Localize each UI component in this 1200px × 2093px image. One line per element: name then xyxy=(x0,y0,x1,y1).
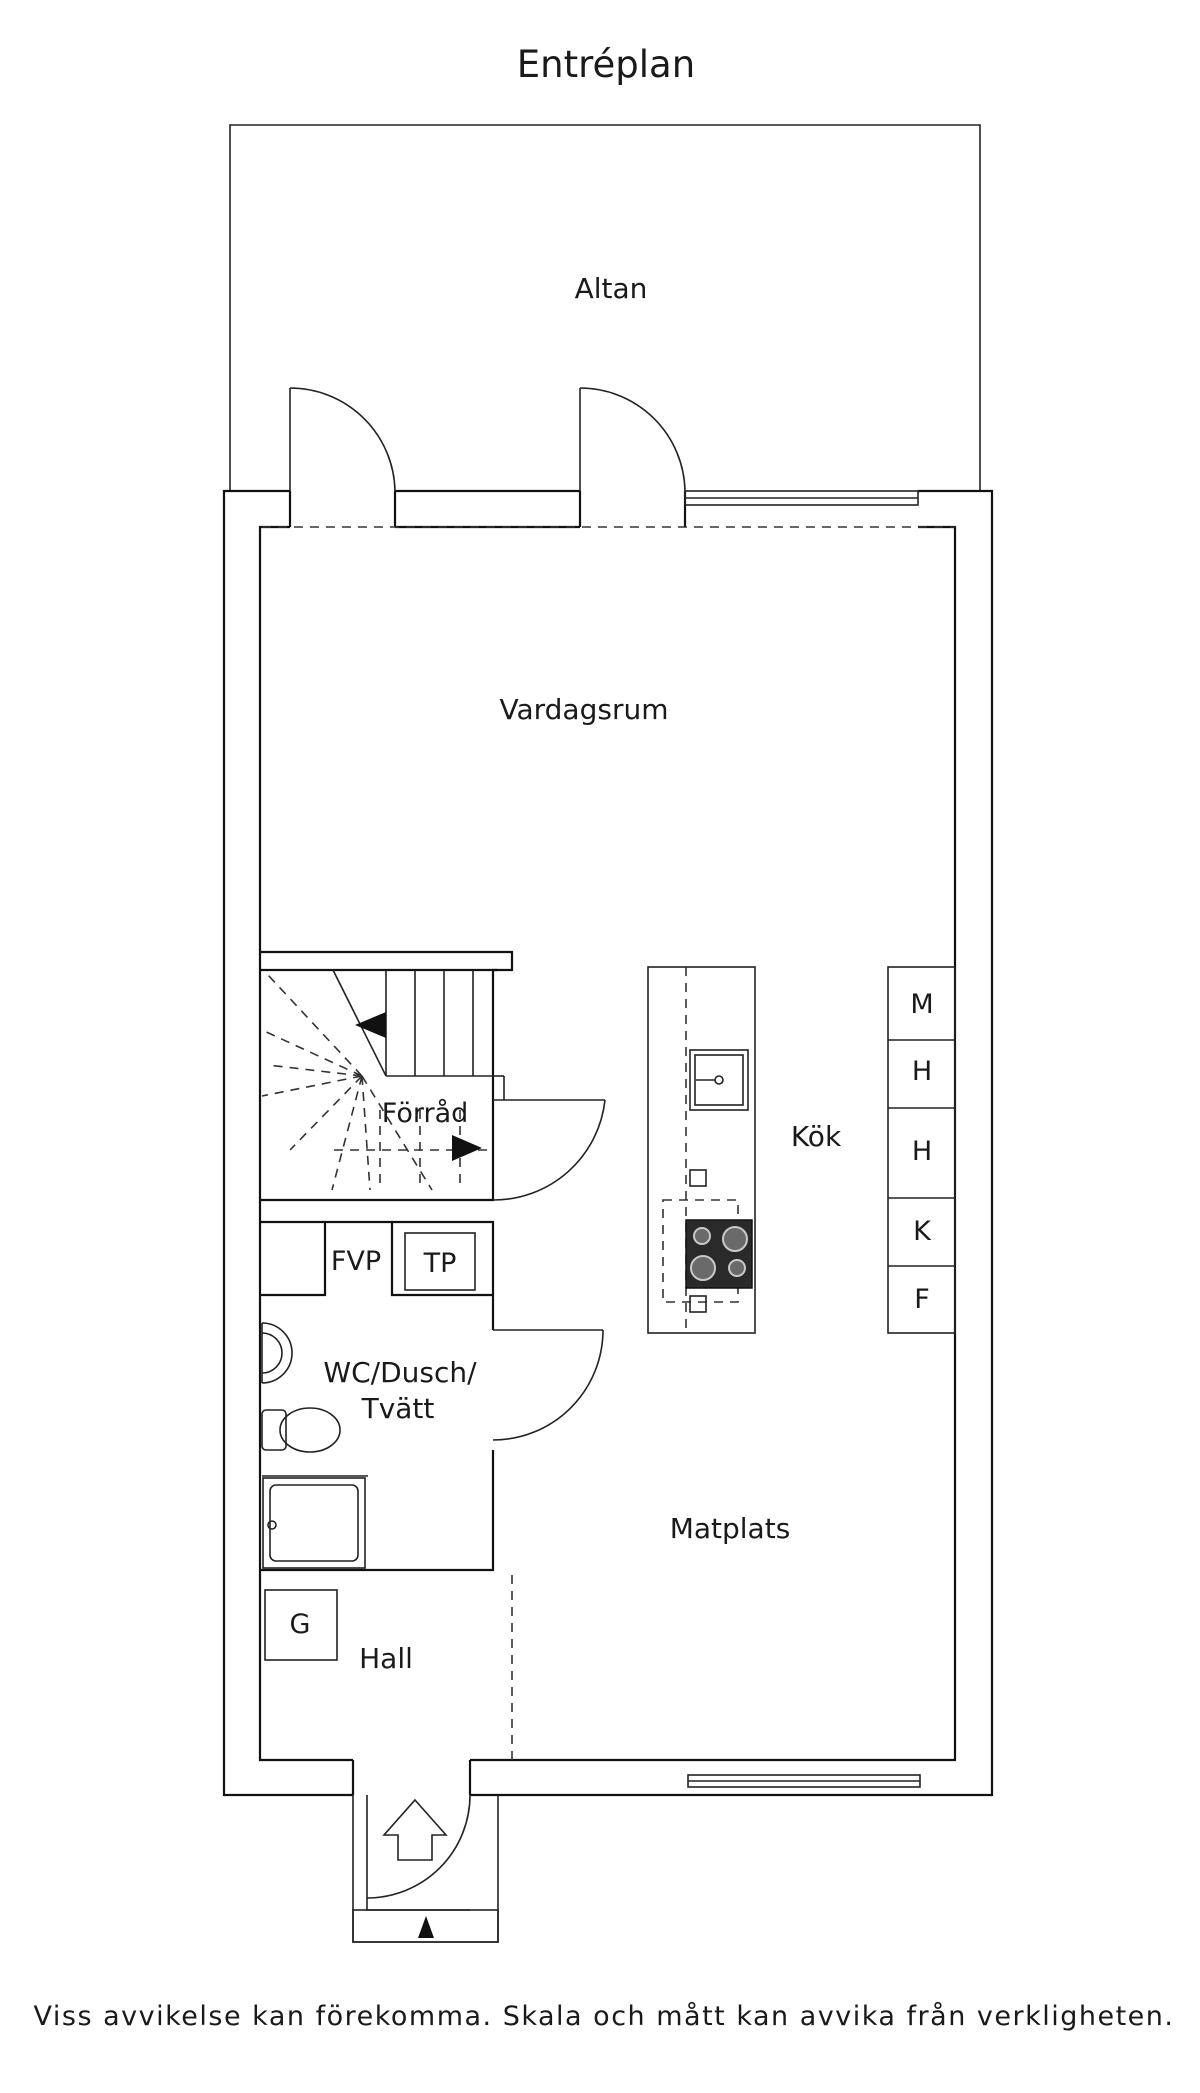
cabinet-h-2: H xyxy=(912,1136,932,1167)
cabinet-h-1: H xyxy=(912,1056,932,1087)
terrace-door-left xyxy=(289,387,396,492)
kitchen-island xyxy=(647,966,756,1334)
wall-cabinets xyxy=(887,966,956,1334)
terrace-door-right xyxy=(579,387,686,492)
toilet-icon xyxy=(261,1407,341,1453)
room-label-forrad: Förråd xyxy=(382,1098,469,1129)
tp-box xyxy=(404,1232,476,1291)
entry xyxy=(352,1794,499,1943)
disclaimer: Viss avvikelse kan förekomma. Skala och … xyxy=(34,2001,1175,2032)
entry-direction-icon xyxy=(382,1798,448,1861)
wc-walls xyxy=(260,1220,604,1572)
shower-icon xyxy=(262,1475,368,1569)
fixture-g: G xyxy=(290,1609,311,1640)
storage-door xyxy=(492,1099,606,1201)
room-label-altan: Altan xyxy=(575,272,648,305)
hall-walls xyxy=(264,1575,513,1760)
room-label-wc-line2: Tvätt xyxy=(361,1392,435,1425)
outer-walls xyxy=(222,489,994,1797)
plan-title: Entréplan xyxy=(517,43,695,86)
room-label-kok: Kök xyxy=(791,1120,842,1153)
fixture-tp: TP xyxy=(423,1248,457,1279)
room-label-matplats: Matplats xyxy=(670,1512,791,1545)
cabinet-f: F xyxy=(914,1284,930,1315)
cabinet-k: K xyxy=(913,1216,932,1247)
staircase xyxy=(260,950,514,1202)
terrace xyxy=(229,124,981,491)
room-label-wc-line1: WC/Dusch/ xyxy=(323,1356,477,1389)
fixture-fvp: FVP xyxy=(331,1246,381,1277)
washbasin-icon xyxy=(261,1322,293,1384)
entry-arrow-icon xyxy=(418,1916,434,1938)
room-label-vardagsrum: Vardagsrum xyxy=(500,693,669,726)
cabinet-m: M xyxy=(910,989,933,1020)
room-label-hall: Hall xyxy=(359,1642,413,1675)
